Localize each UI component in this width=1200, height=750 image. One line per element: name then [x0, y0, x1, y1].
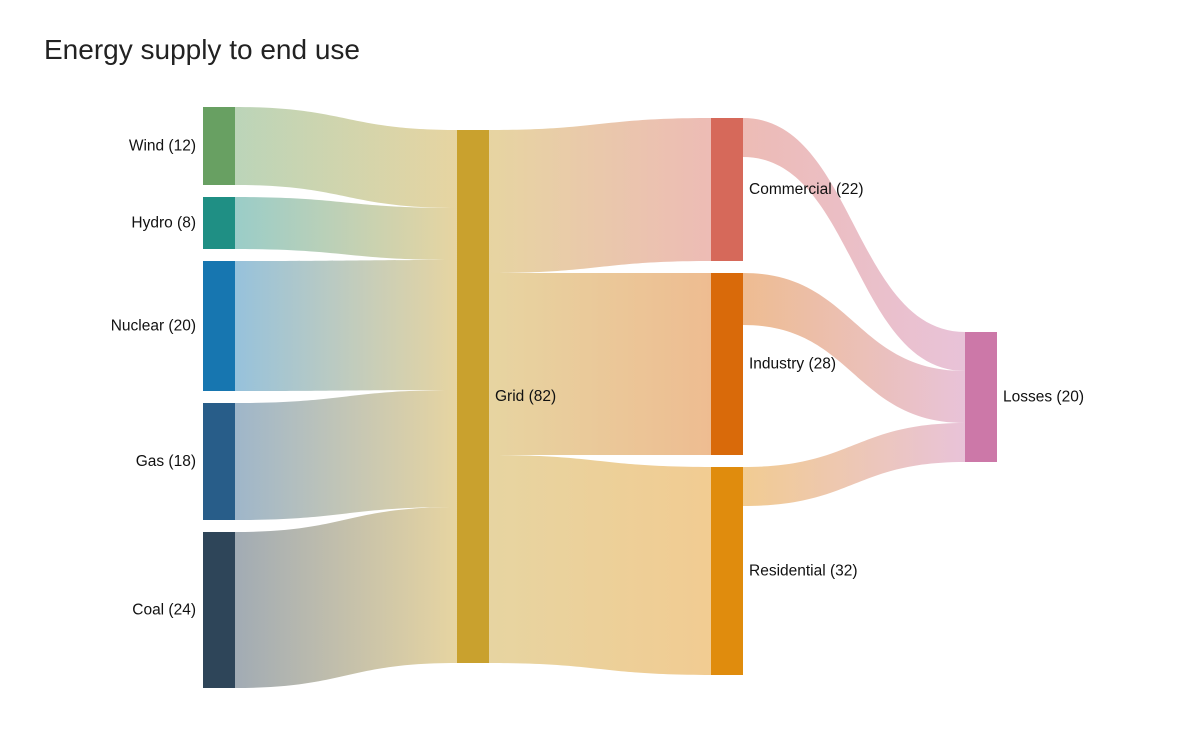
node-hydro: [203, 197, 235, 249]
link-industry-to-losses: [743, 273, 965, 423]
node-losses: [965, 332, 997, 462]
link-residential-to-losses: [743, 423, 965, 506]
node-coal: [203, 532, 235, 688]
node-label-residential: Residential (32): [749, 563, 858, 580]
node-commercial: [711, 118, 743, 261]
node-label-losses: Losses (20): [1003, 389, 1084, 406]
node-label-industry: Industry (28): [749, 356, 836, 373]
link-wind-to-grid: [235, 107, 457, 208]
link-grid-to-industry: [489, 273, 711, 455]
link-gas-to-grid: [235, 390, 457, 520]
link-grid-to-commercial: [489, 118, 711, 273]
node-residential: [711, 467, 743, 675]
node-industry: [711, 273, 743, 455]
node-label-hydro: Hydro (8): [131, 215, 196, 232]
node-label-gas: Gas (18): [136, 453, 196, 470]
link-nuclear-to-grid: [235, 260, 457, 391]
node-label-coal: Coal (24): [132, 602, 196, 619]
node-nuclear: [203, 261, 235, 391]
node-label-commercial: Commercial (22): [749, 181, 864, 198]
nodes-layer: [203, 107, 997, 688]
node-label-grid: Grid (82): [495, 388, 556, 405]
link-commercial-to-losses: [743, 118, 965, 371]
chart-title: Energy supply to end use: [44, 34, 360, 65]
labels-layer: Wind (12) Hydro (8) Nuclear (20) Gas (18) Co…: [111, 138, 1084, 619]
node-label-wind: Wind (12): [129, 138, 196, 155]
node-grid: [457, 130, 489, 663]
link-grid-to-residential: [489, 455, 711, 675]
link-hydro-to-grid: [235, 197, 457, 260]
links-layer: [235, 107, 965, 688]
node-wind: [203, 107, 235, 185]
node-label-nuclear: Nuclear (20): [111, 318, 196, 335]
link-coal-to-grid: [235, 507, 457, 688]
node-gas: [203, 403, 235, 520]
